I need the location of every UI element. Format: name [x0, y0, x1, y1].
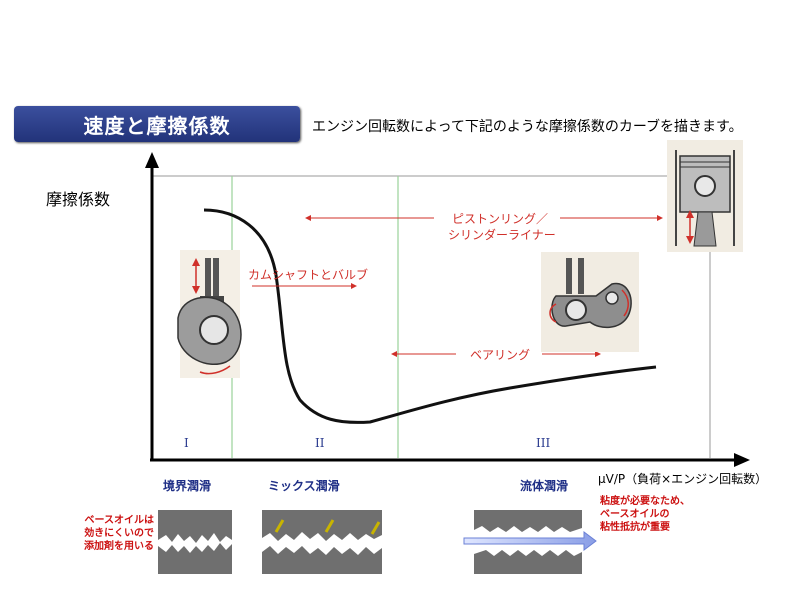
title-banner: 速度と摩擦係数 [14, 106, 300, 142]
x-axis-arrow [734, 453, 750, 467]
piston-illustration [667, 140, 743, 252]
x-axis-label: μV/P（負荷×エンジン回転数） [598, 472, 768, 486]
mixed-surface-illustration [262, 510, 382, 574]
cam-annotation: カムシャフトとバルブ [248, 268, 369, 282]
boundary-surface-illustration [158, 510, 232, 574]
boundary-note-line3: 添加剤を用いる [84, 541, 154, 552]
boundary-note-line1: ベースオイルは [84, 515, 155, 526]
region-1-numeral: I [184, 436, 189, 450]
boundary-note-line2: 効きにくいので [84, 528, 154, 539]
region-3-numeral: III [536, 436, 551, 450]
bearing-illustration [541, 252, 639, 352]
hydrodynamic-note-line3: 粘性抵抗が重要 [600, 522, 670, 533]
boundary-lubrication-label: 境界潤滑 [163, 479, 212, 493]
y-axis-label: 摩擦係数 [46, 190, 111, 209]
piston-annotation-line1: ピストンリング／ [452, 212, 549, 226]
bearing-annotation: ベアリング [470, 348, 531, 362]
page-subtitle: エンジン回転数によって下記のような摩擦係数のカーブを描きます。 [312, 119, 743, 135]
y-axis-arrow [145, 152, 159, 168]
hydrodynamic-surface-illustration [463, 510, 597, 574]
friction-curve [203, 208, 657, 424]
hydrodynamic-note: 粘度が必要なため、 ベースオイルの 粘性抵抗が重要 [600, 495, 690, 534]
hydrodynamic-note-line1: 粘度が必要なため、 [600, 496, 690, 507]
piston-annotation-line2: シリンダーライナー [448, 228, 556, 242]
region-2-numeral: II [315, 436, 325, 450]
flow-arrow [463, 531, 597, 551]
hydrodynamic-note-line2: ベースオイルの [600, 509, 670, 520]
page-title: 速度と摩擦係数 [83, 113, 231, 138]
hydrodynamic-lubrication-label: 流体潤滑 [520, 479, 569, 493]
mixed-lubrication-label: ミックス潤滑 [268, 479, 340, 493]
cam-valve-illustration [177, 250, 242, 378]
boundary-note: ベースオイルは 効きにくいので 添加剤を用いる [74, 514, 154, 553]
